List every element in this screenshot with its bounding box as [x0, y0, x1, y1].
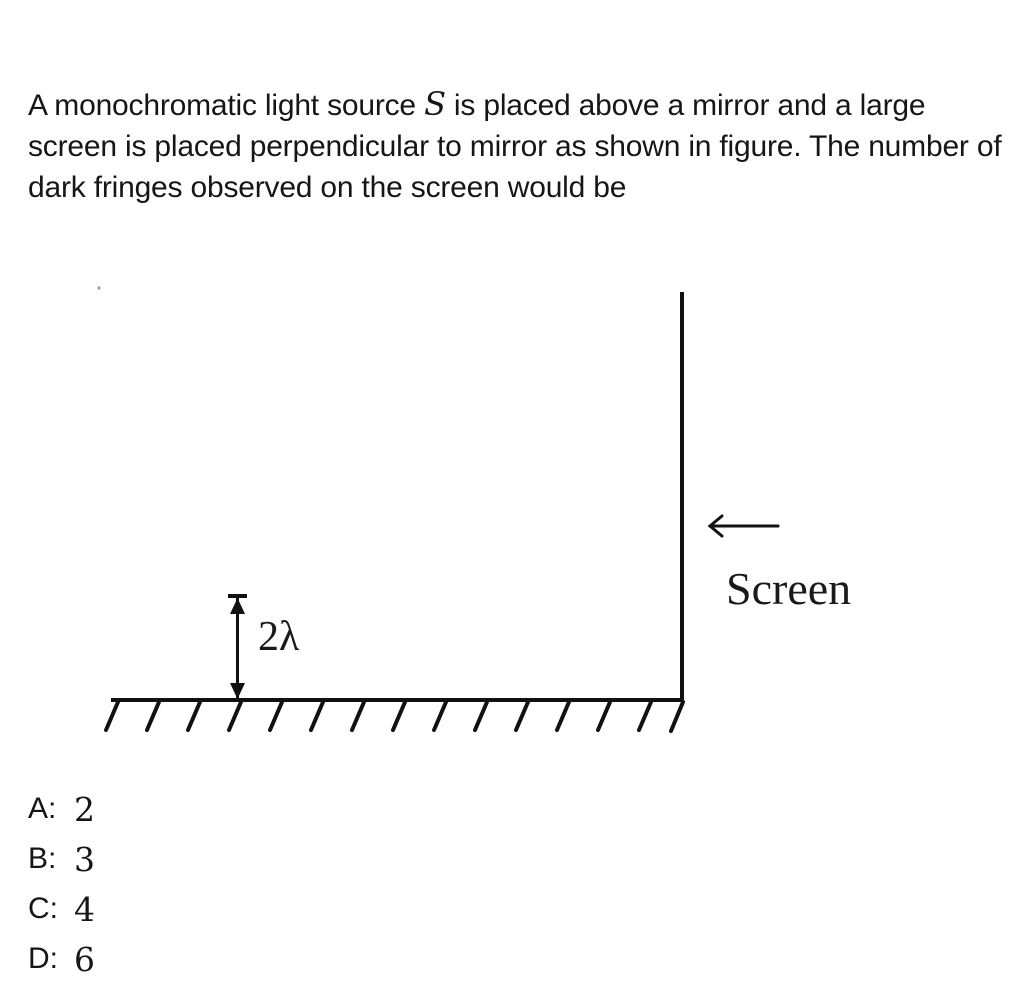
option-b[interactable]: B: 3	[28, 834, 95, 884]
answer-options: A: 2 B: 3 C: 4 D: 6	[28, 784, 95, 984]
figure-drawing	[97, 286, 780, 733]
option-value: 6	[74, 939, 95, 979]
mirror-screen-figure: 2λ Screen	[0, 270, 1024, 750]
source-variable: S	[424, 85, 446, 123]
option-key: C:	[28, 892, 58, 925]
option-value: 3	[74, 839, 95, 879]
option-key: B:	[28, 842, 57, 875]
question-text-part-1: A monochromatic light source	[28, 89, 425, 122]
option-c[interactable]: C: 4	[28, 884, 95, 934]
question-text-part-2: is placed above a mirror and a large scr…	[28, 89, 1002, 204]
option-key: D:	[28, 942, 58, 975]
light-source-dot	[97, 286, 101, 290]
question-text: A monochromatic light source S is placed…	[28, 84, 1003, 208]
option-a[interactable]: A: 2	[28, 784, 95, 834]
option-key: A:	[28, 792, 57, 825]
height-dimension-arrow	[228, 594, 247, 699]
screen-label: Screen	[726, 563, 852, 614]
option-value: 2	[74, 789, 95, 829]
option-d[interactable]: D: 6	[28, 934, 95, 984]
height-label: 2λ	[258, 614, 300, 660]
option-value: 4	[74, 889, 95, 929]
mirror-hatching	[104, 700, 685, 733]
screen-pointer-arrow	[707, 514, 780, 538]
